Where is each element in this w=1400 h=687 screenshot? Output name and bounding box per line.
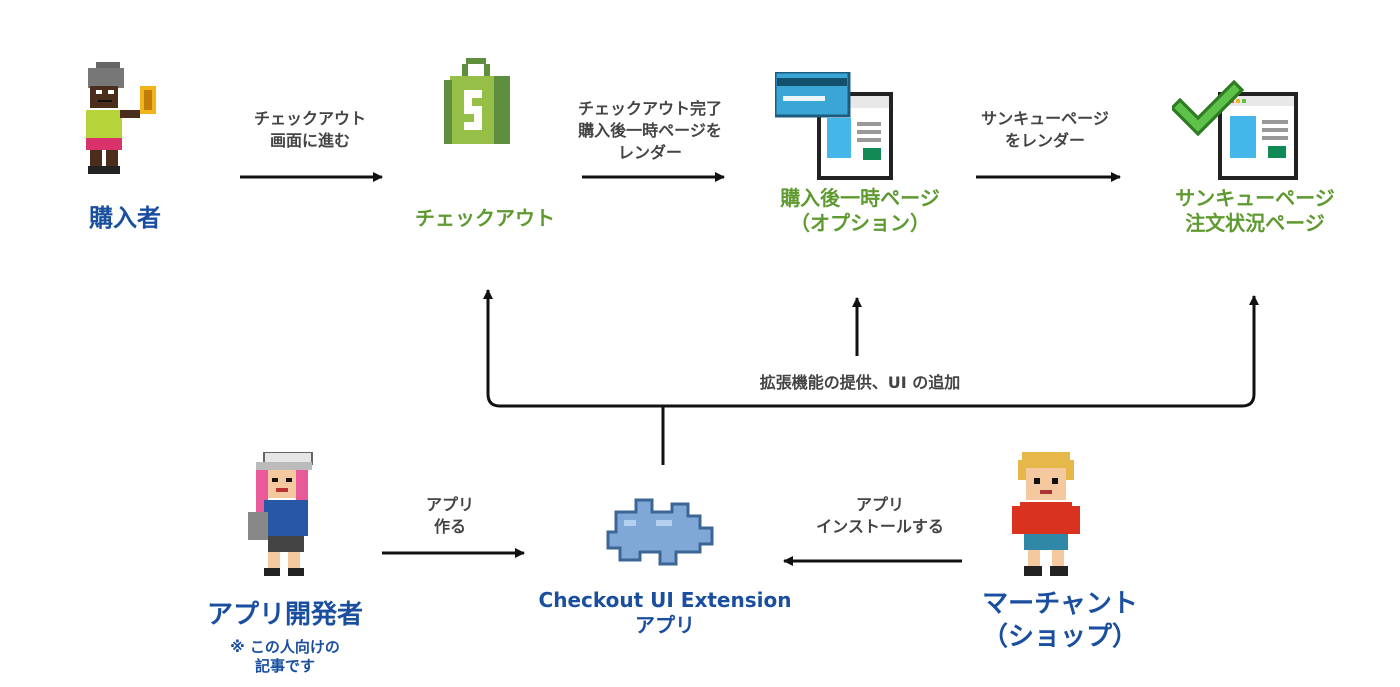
edge-label-developer-to-app: アプリ 作る	[425, 495, 474, 536]
edge-label-merchant-to-app: アプリ インストールする	[816, 495, 944, 536]
puzzle-piece-icon	[604, 492, 716, 572]
app-developer-note: ※ この人向けの 記事です	[230, 638, 340, 675]
app-developer-label: アプリ開発者	[206, 600, 363, 630]
edge-label-buyer-to-checkout: チェックアウト 画面に進む	[253, 109, 366, 150]
extension-app-label: Checkout UI Extension アプリ	[538, 588, 792, 637]
post-purchase-label: 購入後一時ページ （オプション）	[780, 186, 940, 235]
edge-label-post-to-thanks: サンキューページ をレンダー	[981, 109, 1109, 150]
merchant-character-icon	[1012, 452, 1082, 582]
edge-label-extension-feedback: 拡張機能の提供、UI の追加	[759, 373, 961, 392]
arrow-extension-to-checkout	[483, 289, 665, 465]
buyer-label: 購入者	[89, 204, 161, 232]
shopify-bag-icon	[440, 58, 522, 152]
thank-you-label: サンキューページ 注文状況ページ	[1175, 186, 1335, 235]
checkout-label: チェックアウト	[415, 206, 555, 230]
buyer-character-icon	[80, 62, 180, 194]
app-developer-character-icon	[244, 451, 328, 582]
post-purchase-page-icon	[773, 70, 893, 184]
edge-label-checkout-to-post: チェックアウト完了 購入後一時ページを レンダー	[577, 99, 722, 162]
arrow-extension-to-thanks	[663, 295, 1259, 408]
thank-you-page-icon	[1169, 78, 1300, 186]
merchant-label: マーチャント （ショップ）	[981, 589, 1138, 652]
